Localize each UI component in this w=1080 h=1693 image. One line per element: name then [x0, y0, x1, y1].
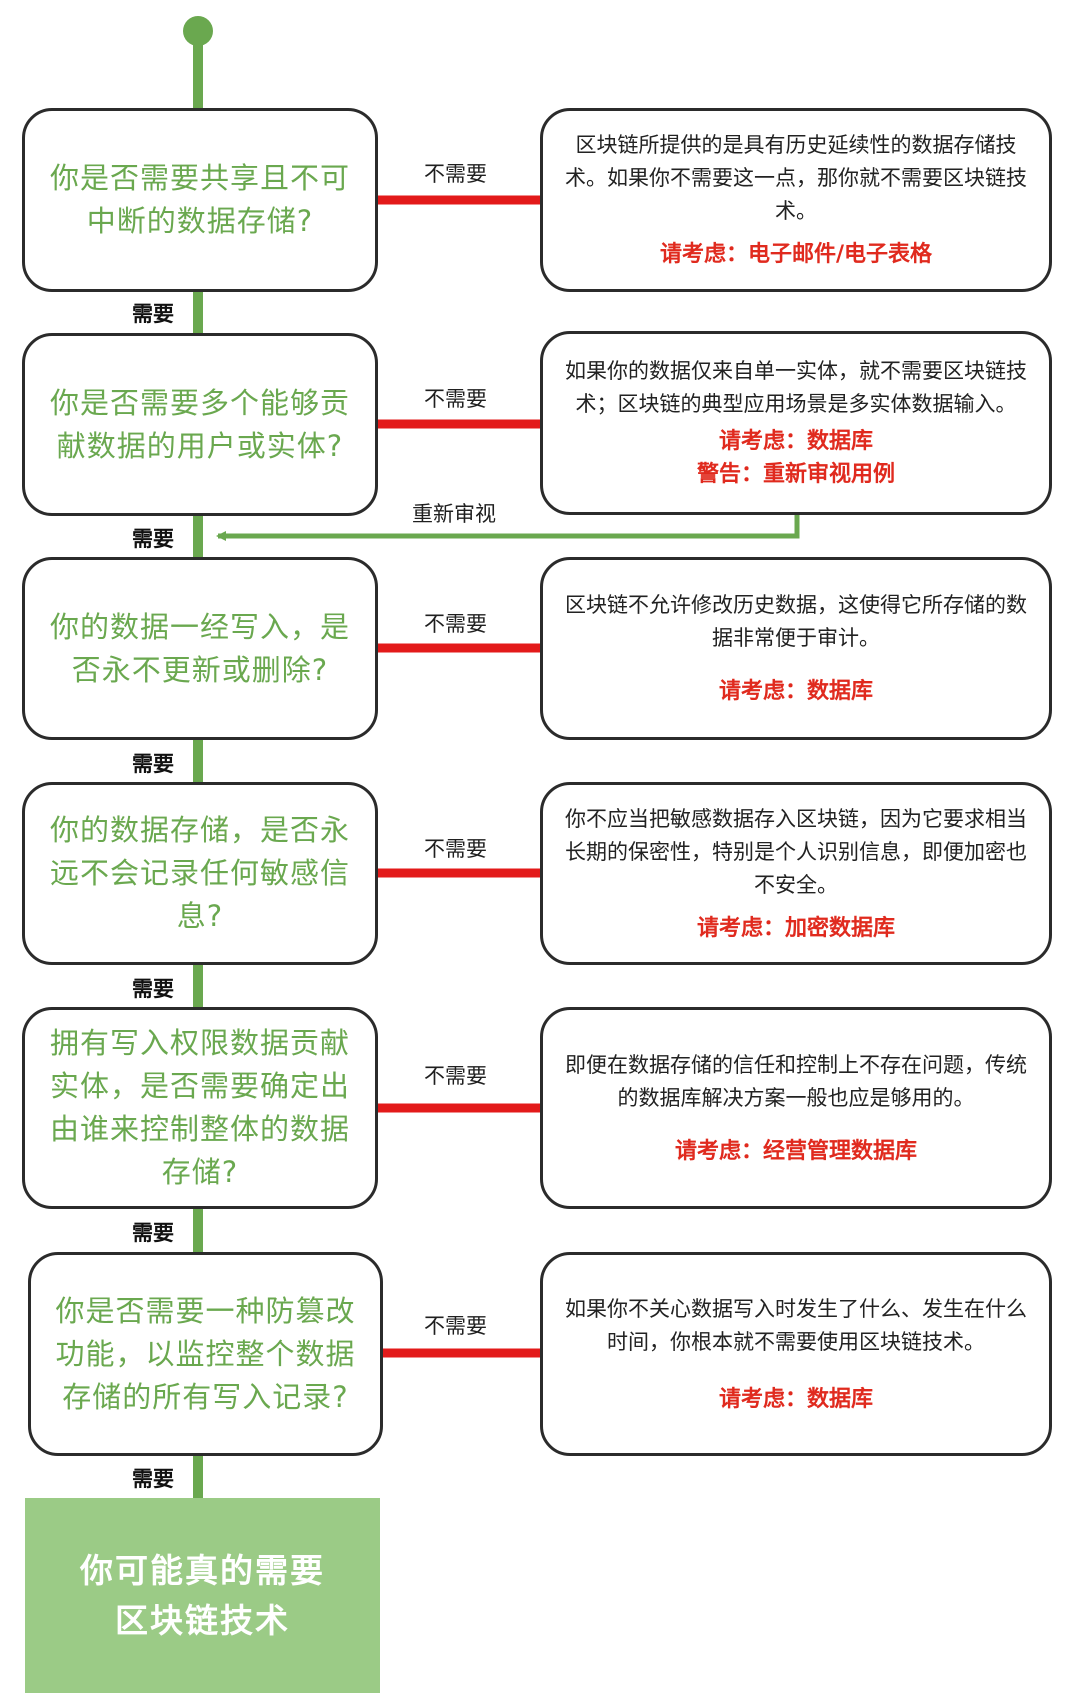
- no-label-2: 不需要: [424, 387, 487, 411]
- no-label-6: 不需要: [424, 1314, 487, 1338]
- review-label: 重新审视: [412, 502, 496, 526]
- question-box-4: 你的数据存储，是否永远不会记录任何敏感信息?: [22, 782, 378, 965]
- answer-box-4: 你不应当把敏感数据存入区块链，因为它要求相当长期的保密性，特别是个人识别信息，即…: [540, 782, 1052, 965]
- answer-text-3: 区块链不允许修改历史数据，这使得它所存储的数据非常便于审计。: [565, 593, 1027, 650]
- review-arrow: [216, 512, 800, 541]
- question-text-1: 你是否需要共享且不可中断的数据存储?: [49, 161, 350, 238]
- yes-label-4: 需要: [132, 977, 174, 1001]
- answer-text-6: 如果你不关心数据写入时发生了什么、发生在什么时间，你根本就不需要使用区块链技术。: [565, 1296, 1027, 1354]
- consider-text-5: 请考虑：经营管理数据库: [674, 1138, 917, 1164]
- question-text-2: 你是否需要多个能够贡献数据的用户或实体?: [49, 385, 350, 463]
- answer-text-4: 你不应当把敏感数据存入区块链，因为它要求相当长期的保密性，特别是个人识别信息，即…: [565, 806, 1027, 897]
- warning-text-2: 警告：重新审视用例: [696, 462, 895, 487]
- question-text-6: 你是否需要一种防篡改功能，以监控整个数据存储的所有写入记录?: [55, 1293, 356, 1414]
- question-text-4: 你的数据存储，是否永远不会记录任何敏感信息?: [49, 813, 350, 933]
- answer-text-5: 即便在数据存储的信任和控制上不存在问题，传统的数据库解决方案一般也应是够用的。: [565, 1052, 1027, 1110]
- no-label-3: 不需要: [424, 612, 487, 636]
- yes-label-3: 需要: [132, 752, 174, 776]
- consider-text-4: 请考虑：加密数据库: [696, 915, 895, 941]
- no-label-5: 不需要: [424, 1064, 487, 1088]
- question-box-2: 你是否需要多个能够贡献数据的用户或实体?: [22, 333, 378, 516]
- yes-label-2: 需要: [132, 527, 174, 551]
- yes-label-1: 需要: [132, 302, 174, 326]
- result-text: 你可能真的需要区块链技术: [80, 1550, 325, 1640]
- question-box-3: 你的数据一经写入，是否永不更新或删除?: [22, 557, 378, 740]
- consider-text-6: 请考虑：数据库: [718, 1386, 873, 1412]
- consider-text-1: 请考虑：电子邮件/电子表格: [659, 242, 933, 267]
- question-text-5: 拥有写入权限数据贡献实体，是否需要确定出由谁来控制整体的数据存储?: [49, 1026, 350, 1189]
- question-box-6: 你是否需要一种防篡改功能，以监控整个数据存储的所有写入记录?: [28, 1252, 383, 1456]
- no-label-1: 不需要: [424, 162, 487, 186]
- yes-label-5: 需要: [132, 1221, 174, 1245]
- result-box: 你可能真的需要区块链技术: [25, 1498, 380, 1693]
- answer-box-1: 区块链所提供的是具有历史延续性的数据存储技术。如果你不需要这一点，那你就不需要区…: [540, 108, 1052, 292]
- yes-label-6: 需要: [132, 1467, 174, 1491]
- answer-text-2: 如果你的数据仅来自单一实体，就不需要区块链技术；区块链的典型应用场景是多实体数据…: [565, 359, 1027, 416]
- answer-box-2: 如果你的数据仅来自单一实体，就不需要区块链技术；区块链的典型应用场景是多实体数据…: [540, 331, 1052, 515]
- answer-box-3: 区块链不允许修改历史数据，这使得它所存储的数据非常便于审计。 请考虑：数据库: [540, 557, 1052, 740]
- answer-text-1: 区块链所提供的是具有历史延续性的数据存储技术。如果你不需要这一点，那你就不需要区…: [565, 133, 1027, 223]
- answer-box-5: 即便在数据存储的信任和控制上不存在问题，传统的数据库解决方案一般也应是够用的。 …: [540, 1007, 1052, 1209]
- question-box-1: 你是否需要共享且不可中断的数据存储?: [22, 108, 378, 292]
- no-label-4: 不需要: [424, 837, 487, 861]
- question-box-5: 拥有写入权限数据贡献实体，是否需要确定出由谁来控制整体的数据存储?: [22, 1007, 378, 1209]
- question-text-3: 你的数据一经写入，是否永不更新或删除?: [49, 609, 350, 687]
- consider-text-2: 请考虑：数据库: [718, 429, 873, 454]
- answer-box-6: 如果你不关心数据写入时发生了什么、发生在什么时间，你根本就不需要使用区块链技术。…: [540, 1252, 1052, 1456]
- consider-text-3: 请考虑：数据库: [718, 679, 873, 704]
